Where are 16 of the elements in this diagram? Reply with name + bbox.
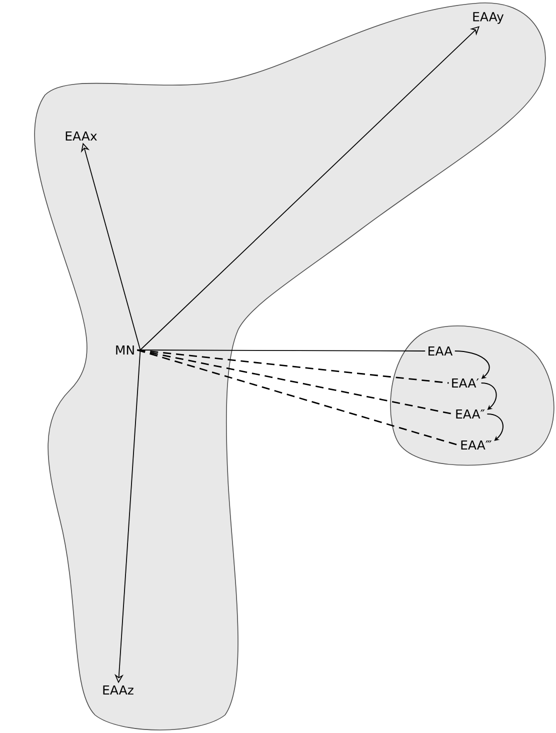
node-label: EAA′	[452, 378, 479, 388]
curved-arrow	[480, 382, 497, 410]
curved-arrow	[454, 350, 490, 379]
connector-line	[137, 349, 458, 446]
connector-line	[137, 349, 449, 384]
connector-line	[137, 349, 453, 415]
node-label: MN	[116, 345, 134, 355]
region-blob	[390, 326, 554, 466]
node-label: EAA‴	[461, 440, 492, 450]
node-label: EAA″	[456, 409, 485, 419]
node-label: EAA	[428, 346, 453, 356]
curved-arrow	[486, 414, 504, 441]
region-blob	[34, 2, 546, 730]
node-label: EAAz	[103, 685, 134, 695]
node-label: EAAx	[66, 131, 97, 141]
node-label: EAAy	[473, 12, 504, 24]
